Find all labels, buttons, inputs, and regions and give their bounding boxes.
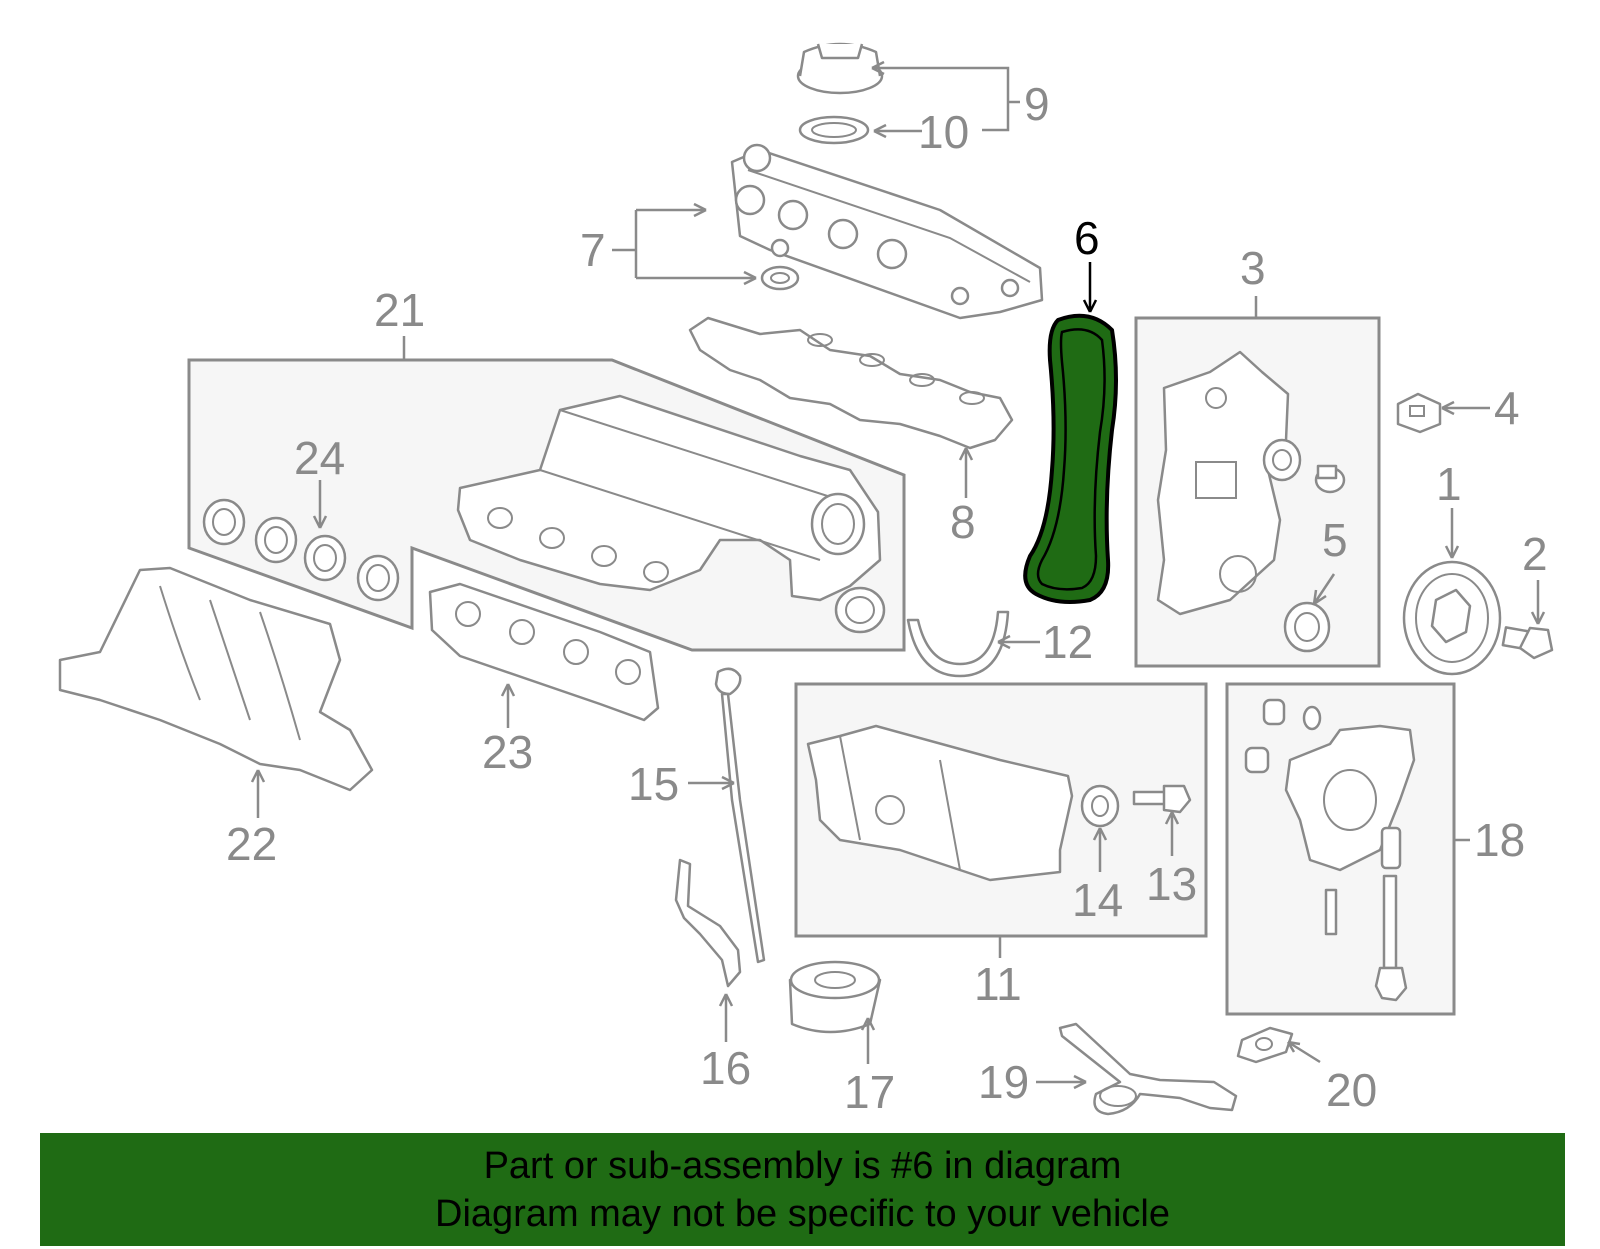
cover-plug-part (1314, 464, 1346, 494)
notice-banner: Part or sub-assembly is #6 in diagram Di… (40, 1133, 1565, 1246)
oil-pump-part (1244, 698, 1416, 1002)
callout-20[interactable]: 20 (1326, 1064, 1377, 1116)
manifold-gasket-part (428, 582, 660, 722)
strainer-gasket-part (1236, 1026, 1294, 1064)
callout-3[interactable]: 3 (1240, 242, 1266, 294)
callout-23[interactable]: 23 (482, 726, 533, 778)
callout-21[interactable]: 21 (374, 284, 425, 336)
callout-labels: 1 2 3 4 5 6 7 8 9 10 11 12 13 14 15 16 1… (226, 78, 1548, 1118)
callout-19[interactable]: 19 (978, 1056, 1029, 1108)
callout-17[interactable]: 17 (844, 1066, 895, 1118)
callout-22[interactable]: 22 (226, 818, 277, 870)
filler-cap-seal-part (798, 115, 870, 145)
dipstick-tube-part (674, 858, 742, 988)
cover-seal-part (1262, 438, 1302, 482)
cam-sensor-plug-part (1396, 392, 1442, 434)
banner-line-disclaimer: Diagram may not be specific to your vehi… (435, 1192, 1170, 1235)
oil-strainer-part (1058, 1022, 1238, 1116)
highlighted-part-6 (1023, 313, 1118, 604)
callout-15[interactable]: 15 (628, 758, 679, 810)
exhaust-manifold-part (58, 566, 374, 792)
callout-24[interactable]: 24 (294, 432, 345, 484)
callout-1[interactable]: 1 (1436, 458, 1462, 510)
callout-18[interactable]: 18 (1474, 814, 1525, 866)
oil-pan-part (806, 724, 1074, 882)
callout-16[interactable]: 16 (700, 1042, 751, 1094)
banner-line-part-number: Part or sub-assembly is #6 in diagram (483, 1144, 1122, 1187)
callout-6[interactable]: 6 (1074, 212, 1100, 264)
callout-14[interactable]: 14 (1072, 874, 1123, 926)
head-cover-seal-washer-part (760, 265, 800, 291)
intake-manifold-part (456, 394, 882, 602)
callout-2[interactable]: 2 (1522, 528, 1548, 580)
intake-port-gaskets-part (202, 498, 400, 602)
callout-5[interactable]: 5 (1322, 514, 1348, 566)
drain-washer-part (1080, 784, 1120, 828)
callout-8[interactable]: 8 (950, 496, 976, 548)
pulley-bolt-part (1501, 626, 1554, 660)
semi-circle-seal-part (906, 610, 1010, 678)
callout-11[interactable]: 11 (974, 958, 1022, 1010)
head-cover-gasket-part (688, 316, 1014, 450)
callout-10[interactable]: 10 (918, 106, 969, 158)
drain-bolt-part (1132, 784, 1192, 814)
crankshaft-pulley-part (1402, 560, 1502, 676)
callout-9[interactable]: 9 (1024, 78, 1050, 130)
oil-dipstick-part (714, 667, 766, 964)
head-cover-gasket-holes (807, 333, 985, 405)
cylinder-head-cover-part (730, 143, 1044, 320)
callout-4[interactable]: 4 (1494, 382, 1520, 434)
crankshaft-oil-seal-part (1283, 601, 1331, 653)
timing-chain-case-part (1156, 350, 1290, 616)
callout-7[interactable]: 7 (580, 224, 606, 276)
callout-12[interactable]: 12 (1042, 616, 1093, 668)
throttle-body-gasket-part (834, 586, 886, 634)
leader-lines (250, 60, 1546, 1090)
callout-13[interactable]: 13 (1146, 858, 1197, 910)
oil-filler-cap-part (796, 42, 884, 95)
